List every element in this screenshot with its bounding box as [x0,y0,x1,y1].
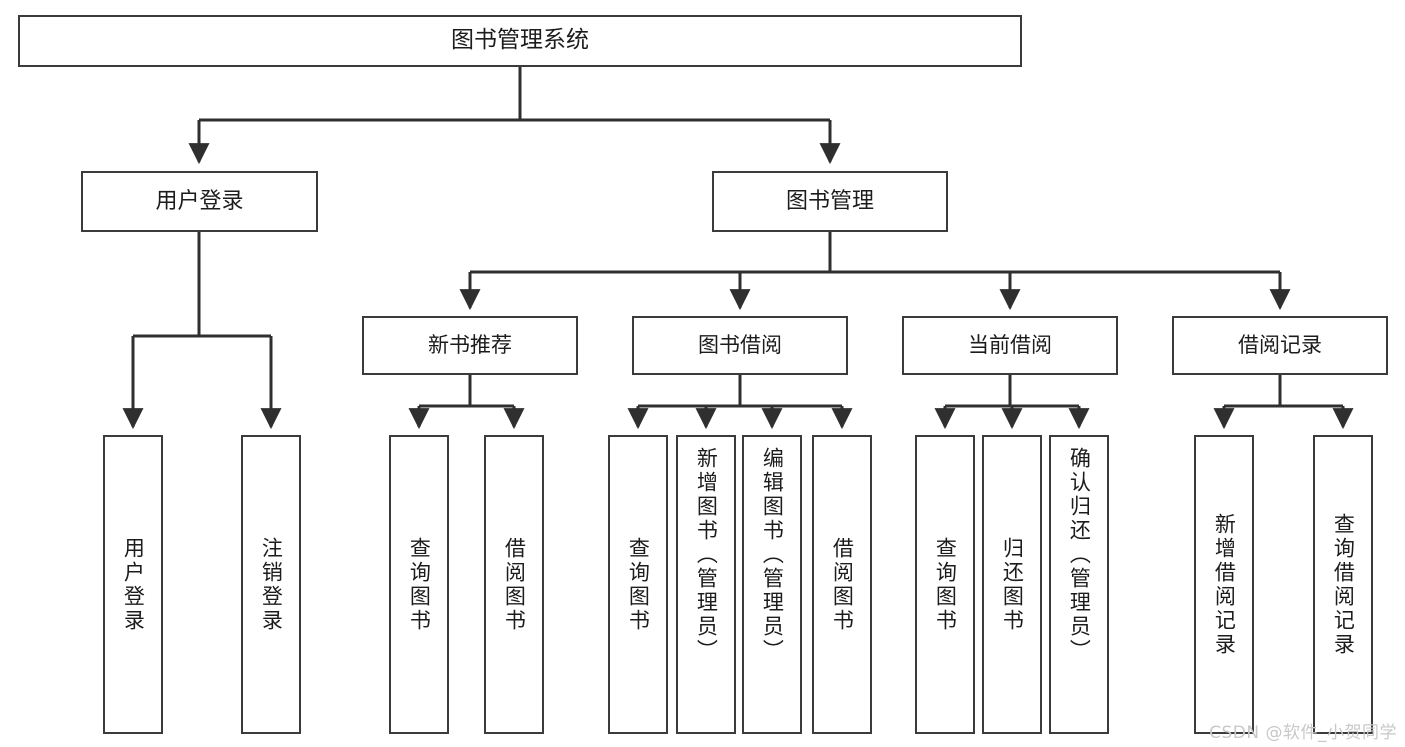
leaf-label: 借阅图书 [830,536,855,633]
leaf-label: 注销登录 [259,536,284,633]
leaf-query-book-new[interactable]: 查询图书 [389,435,449,734]
leaf-confirm-return-admin[interactable]: 确认归还（管理员） [1049,435,1109,734]
leaf-label: 用户登录 [121,536,146,633]
node-label: 借阅记录 [1238,333,1322,358]
node-root-book-management-system[interactable]: 图书管理系统 [18,15,1022,67]
leaf-add-book-admin[interactable]: 新增图书（管理员） [676,435,736,734]
leaf-borrow-book[interactable]: 借阅图书 [812,435,872,734]
node-label: 用户登录 [155,188,244,214]
node-user-login[interactable]: 用户登录 [81,171,318,232]
leaf-label: 归还图书 [1000,536,1025,633]
node-borrow-record[interactable]: 借阅记录 [1172,316,1388,375]
leaf-label: 借阅图书 [502,536,527,633]
leaf-label: 确认归还（管理员） [1067,447,1092,663]
node-label: 图书借阅 [698,333,782,358]
leaf-label: 查询借阅记录 [1331,512,1356,657]
watermark: CSDN @软件_小贺同学 [1209,723,1397,743]
node-label: 图书管理 [785,188,874,214]
leaf-query-book-borrow[interactable]: 查询图书 [608,435,668,734]
leaf-user-login[interactable]: 用户登录 [103,435,163,734]
leaf-label: 查询图书 [407,536,432,633]
leaf-query-borrow-record[interactable]: 查询借阅记录 [1313,435,1373,734]
leaf-label: 查询图书 [626,536,651,633]
node-label: 图书管理系统 [451,27,589,54]
leaf-edit-book-admin[interactable]: 编辑图书（管理员） [742,435,802,734]
leaf-query-book-current[interactable]: 查询图书 [915,435,975,734]
leaf-label: 查询图书 [933,536,958,633]
node-new-book-recommendation[interactable]: 新书推荐 [362,316,578,375]
node-current-borrowing[interactable]: 当前借阅 [902,316,1118,375]
leaf-label: 编辑图书（管理员） [760,447,785,663]
leaf-return-book[interactable]: 归还图书 [982,435,1042,734]
leaf-label: 新增借阅记录 [1212,512,1237,657]
leaf-logout[interactable]: 注销登录 [241,435,301,734]
node-book-borrowing[interactable]: 图书借阅 [632,316,848,375]
node-book-management[interactable]: 图书管理 [712,171,948,232]
node-label: 当前借阅 [968,333,1052,358]
leaf-borrow-book-new[interactable]: 借阅图书 [484,435,544,734]
node-label: 新书推荐 [428,333,512,358]
leaf-label: 新增图书（管理员） [694,447,719,663]
leaf-add-borrow-record[interactable]: 新增借阅记录 [1194,435,1254,734]
